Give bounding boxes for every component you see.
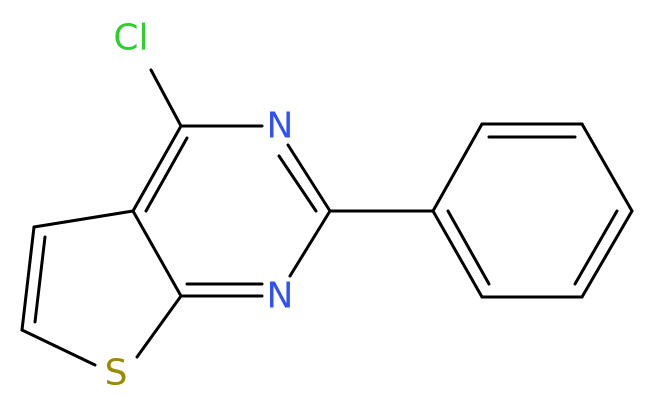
- atom-nitrogen-bottom-label: N: [267, 276, 294, 317]
- atom-chlorine-label: Cl: [113, 18, 148, 59]
- bond-ph6-ph1-b: [446, 209, 491, 286]
- bond-ph1-ph2: [431, 122, 484, 213]
- bond-c6-s: [20, 328, 97, 367]
- bond-ph4-ph5-a: [580, 209, 634, 299]
- bond-ph6-ph1-a: [431, 209, 484, 299]
- bond-c2-n1: [288, 209, 332, 278]
- bond-c5-c6-b: [33, 235, 47, 324]
- bond-ph3-ph4: [580, 122, 634, 213]
- atom-sulfur-label: S: [105, 353, 128, 394]
- bond-s-c7a: [135, 294, 183, 359]
- atom-nitrogen-top-label: N: [267, 106, 294, 147]
- bond-n3-c2-a: [286, 143, 332, 213]
- bond-c4-cl: [149, 68, 183, 128]
- bond-n3-c2-b: [277, 154, 318, 213]
- bond-c5-c6-a: [20, 225, 36, 332]
- bond-c7a-c4a: [131, 209, 183, 298]
- bond-c4a-c4-a: [131, 124, 183, 213]
- bond-c4a-c5: [32, 209, 135, 229]
- bond-c4a-c4-b: [144, 136, 189, 213]
- bond-ph4-ph5-b: [573, 209, 619, 286]
